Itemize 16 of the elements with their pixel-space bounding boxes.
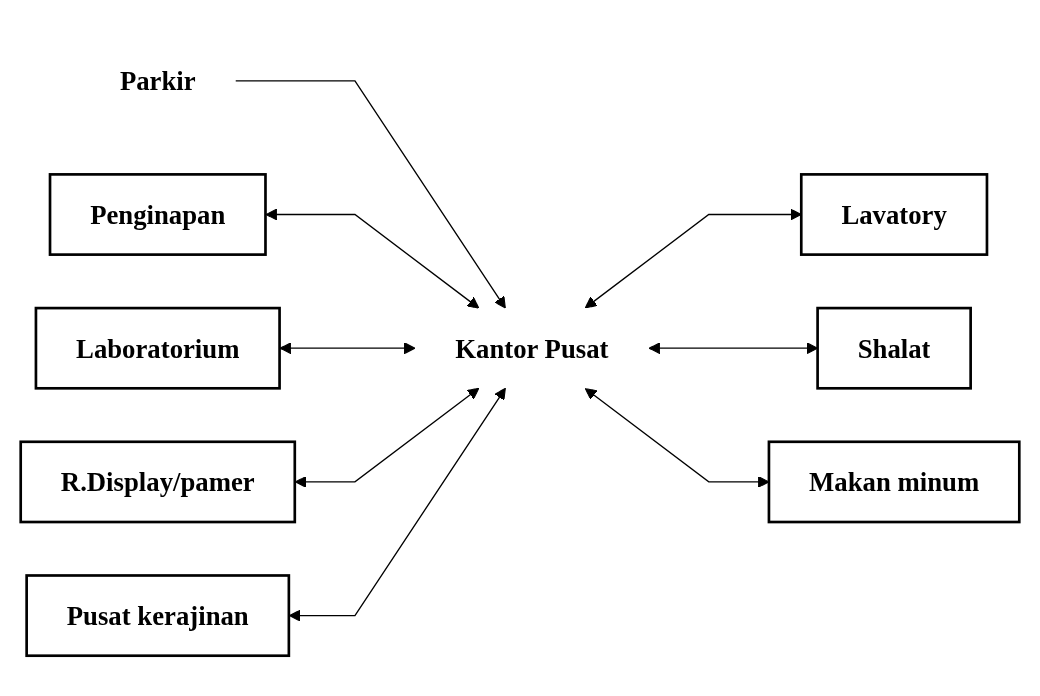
node-box (34, 306, 281, 390)
arrow (584, 208, 802, 309)
node-box (25, 573, 291, 657)
node-box (799, 172, 989, 256)
arrow (288, 387, 506, 622)
node-box (48, 172, 267, 256)
arrow (265, 208, 480, 309)
node-box (19, 440, 297, 524)
arrow (235, 79, 506, 309)
node-text: Parkir (119, 65, 196, 96)
node-box (816, 306, 972, 390)
node-box (767, 440, 1021, 524)
arrow (279, 342, 416, 354)
node-text: Kantor Pusat (455, 333, 609, 363)
flowchart: Parkir Penginapan Laboratorium R.Display/pamer Pusat kerajinan Kantor Pusat Lavatory Shalat Makan minum (10, 29, 1030, 667)
arrow (294, 387, 480, 488)
